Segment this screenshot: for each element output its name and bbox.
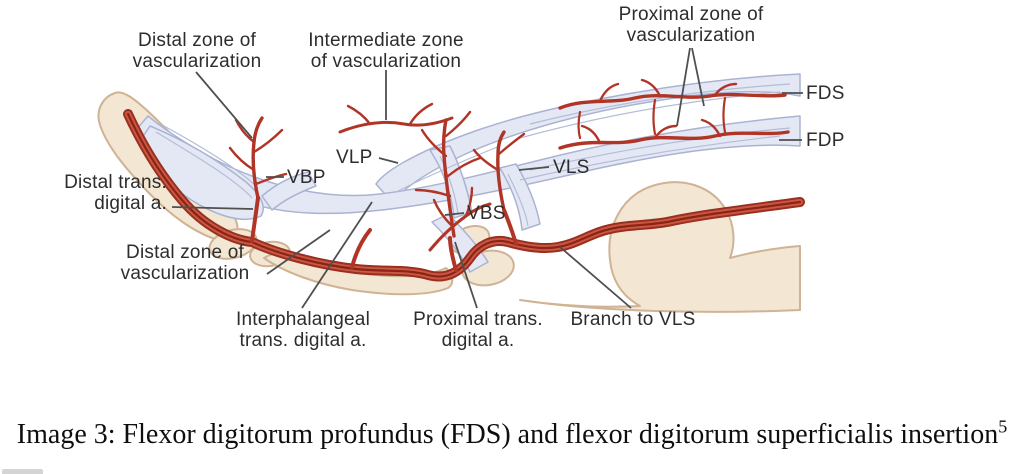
leader-vls	[518, 166, 550, 171]
figure-caption-text: Image 3: Flexor digitorum profundus (FDS…	[16, 419, 999, 450]
leader-branch-vls	[559, 246, 632, 309]
label-proximal-zone: Proximal zone of vascularization	[618, 4, 764, 46]
label-branch-to-vls: Branch to VLS	[570, 309, 696, 330]
leader-proximal-zone-a	[676, 47, 691, 127]
leader-proximal-zone-b	[691, 47, 705, 107]
leader-lines	[171, 47, 803, 309]
tendon-vls-vinculum	[499, 163, 541, 231]
figure-caption-reference: 5	[998, 416, 1008, 437]
leader-distal-zone-bottom	[266, 229, 331, 275]
label-proximal-trans-digital-a: Proximal trans. digital a.	[413, 309, 543, 351]
vls-vascular-network	[472, 130, 526, 212]
proximal-vascular-network	[558, 78, 790, 150]
label-distal-trans-digital-a: Distal trans. digital a.	[64, 172, 167, 214]
label-fds: FDS	[806, 83, 845, 104]
leader-vlp	[378, 157, 399, 164]
leader-distal-zone-top	[195, 71, 253, 139]
figure-caption: Image 3: Flexor digitorum profundus (FDS…	[0, 418, 1024, 452]
label-vbs: VBS	[467, 203, 506, 224]
vbs-vascular-network	[428, 186, 492, 252]
branch-to-vls-vessel	[502, 208, 518, 246]
cropped-ui-element	[2, 469, 43, 474]
distal-transverse-artery	[250, 196, 260, 243]
bone-proximal-mass	[519, 181, 801, 313]
interphalangeal-transverse-artery	[350, 228, 372, 269]
label-intermediate-zone: Intermediate zone of vascularization	[308, 30, 464, 72]
label-distal-zone-bottom: Distal zone of vascularization	[120, 242, 250, 284]
label-distal-zone-top: Distal zone of vascularization	[132, 30, 262, 72]
label-vls: VLS	[553, 157, 590, 178]
label-interphalangeal-trans-digital-a: Interphalangeal trans. digital a.	[236, 309, 370, 351]
leader-distal-trans	[171, 206, 254, 210]
leader-interphalangeal	[301, 201, 373, 309]
tendon-vbp-vinculum	[261, 171, 317, 211]
leader-proximal-trans	[454, 241, 478, 309]
distal-vascular-network	[228, 116, 288, 200]
tendon-streaks	[155, 83, 791, 227]
label-vlp: VLP	[336, 147, 373, 168]
label-fdp: FDP	[806, 130, 845, 151]
label-vbp: VBP	[287, 167, 326, 188]
leader-vbs	[444, 212, 465, 216]
proximal-transverse-artery	[448, 236, 458, 272]
vessels-group	[123, 78, 805, 282]
